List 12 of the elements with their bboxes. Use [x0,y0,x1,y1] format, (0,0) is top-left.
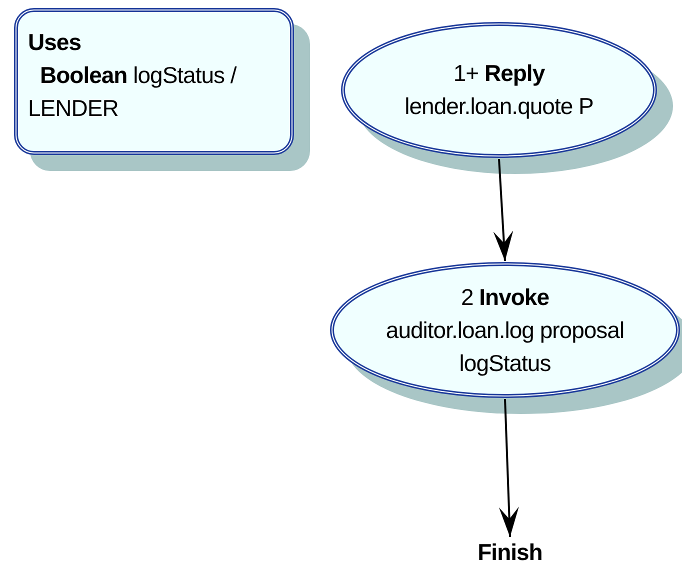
declaration-text: Boolean logStatus / LENDER [28,61,238,123]
activity-title: 1+ Reply [453,59,545,88]
arrow [498,398,519,538]
heading: Uses [28,28,81,57]
end-label: Finish [478,538,542,566]
arrow [493,158,514,262]
note-box [14,8,294,155]
activity-title: 2 Invoke [460,282,550,312]
activity-ellipse [330,262,680,398]
activity-detail: lender.loan.quote P [404,92,594,121]
activity-ellipse [341,22,657,158]
activity-detail: auditor.loan.log proposal logStatus [385,316,625,378]
